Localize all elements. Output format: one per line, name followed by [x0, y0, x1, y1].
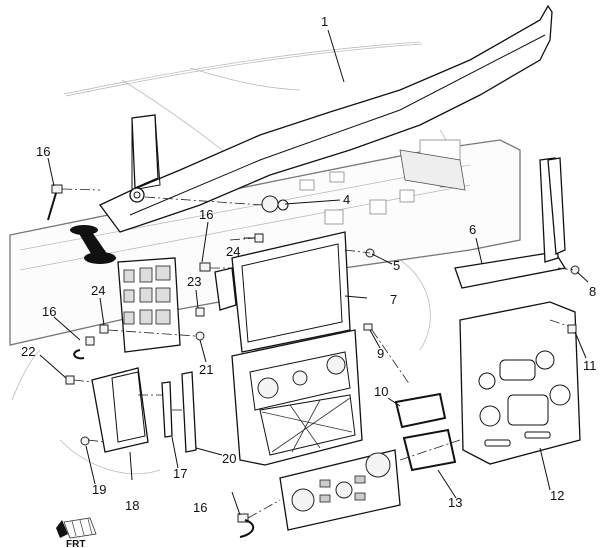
front-arrow-icon: [56, 520, 68, 538]
callout-22: 22: [21, 344, 35, 359]
callout-8: 8: [589, 284, 596, 299]
callout-16-top-left: 16: [36, 144, 50, 159]
callout-19: 19: [92, 482, 106, 497]
callout-18: 18: [125, 498, 139, 513]
callout-10: 10: [374, 384, 388, 399]
callout-20: 20: [222, 451, 236, 466]
callout-4: 4: [343, 192, 350, 207]
callout-16-center: 16: [199, 207, 213, 222]
radio-module: [117, 257, 181, 353]
callout-7: 7: [390, 292, 397, 307]
callout-labels: 1 4 5 6 7 8 9 10 11 12 13 16 16 16 16 17…: [21, 14, 597, 515]
callout-5: 5: [393, 258, 400, 273]
part-18-left-bezel: [91, 367, 149, 453]
callout-1: 1: [321, 14, 328, 29]
callout-24-top: 24: [226, 244, 240, 259]
part-12-climate-bezel: [459, 301, 581, 465]
callout-24-left: 24: [91, 283, 105, 298]
callout-16-left: 16: [42, 304, 56, 319]
callout-13: 13: [448, 495, 462, 510]
part-1-upper-trim-panel: [99, 4, 553, 233]
part-20-trim-strip: [181, 371, 197, 453]
part-17-trim-strip: [161, 381, 173, 438]
front-label: FRT: [66, 539, 85, 548]
callout-11: 11: [583, 358, 597, 373]
callout-21: 21: [199, 362, 213, 377]
leader-lines: [39, 29, 589, 516]
assembly-lines: [61, 188, 576, 519]
air-duct: [70, 225, 116, 264]
center-bezel-frame: [231, 329, 363, 466]
callout-12: 12: [550, 488, 564, 503]
part-10-seal: [394, 392, 447, 429]
part-7-display: [214, 231, 351, 353]
callout-16-bottom: 16: [193, 500, 207, 515]
front-direction-marker: FRT: [56, 517, 97, 548]
fasteners: [47, 184, 580, 538]
callout-23: 23: [187, 274, 201, 289]
callout-9: 9: [377, 346, 384, 361]
callout-6: 6: [469, 222, 476, 237]
callout-17: 17: [173, 466, 187, 481]
part-6-bracket: [454, 157, 567, 289]
hvac-control-panel: [279, 449, 401, 531]
